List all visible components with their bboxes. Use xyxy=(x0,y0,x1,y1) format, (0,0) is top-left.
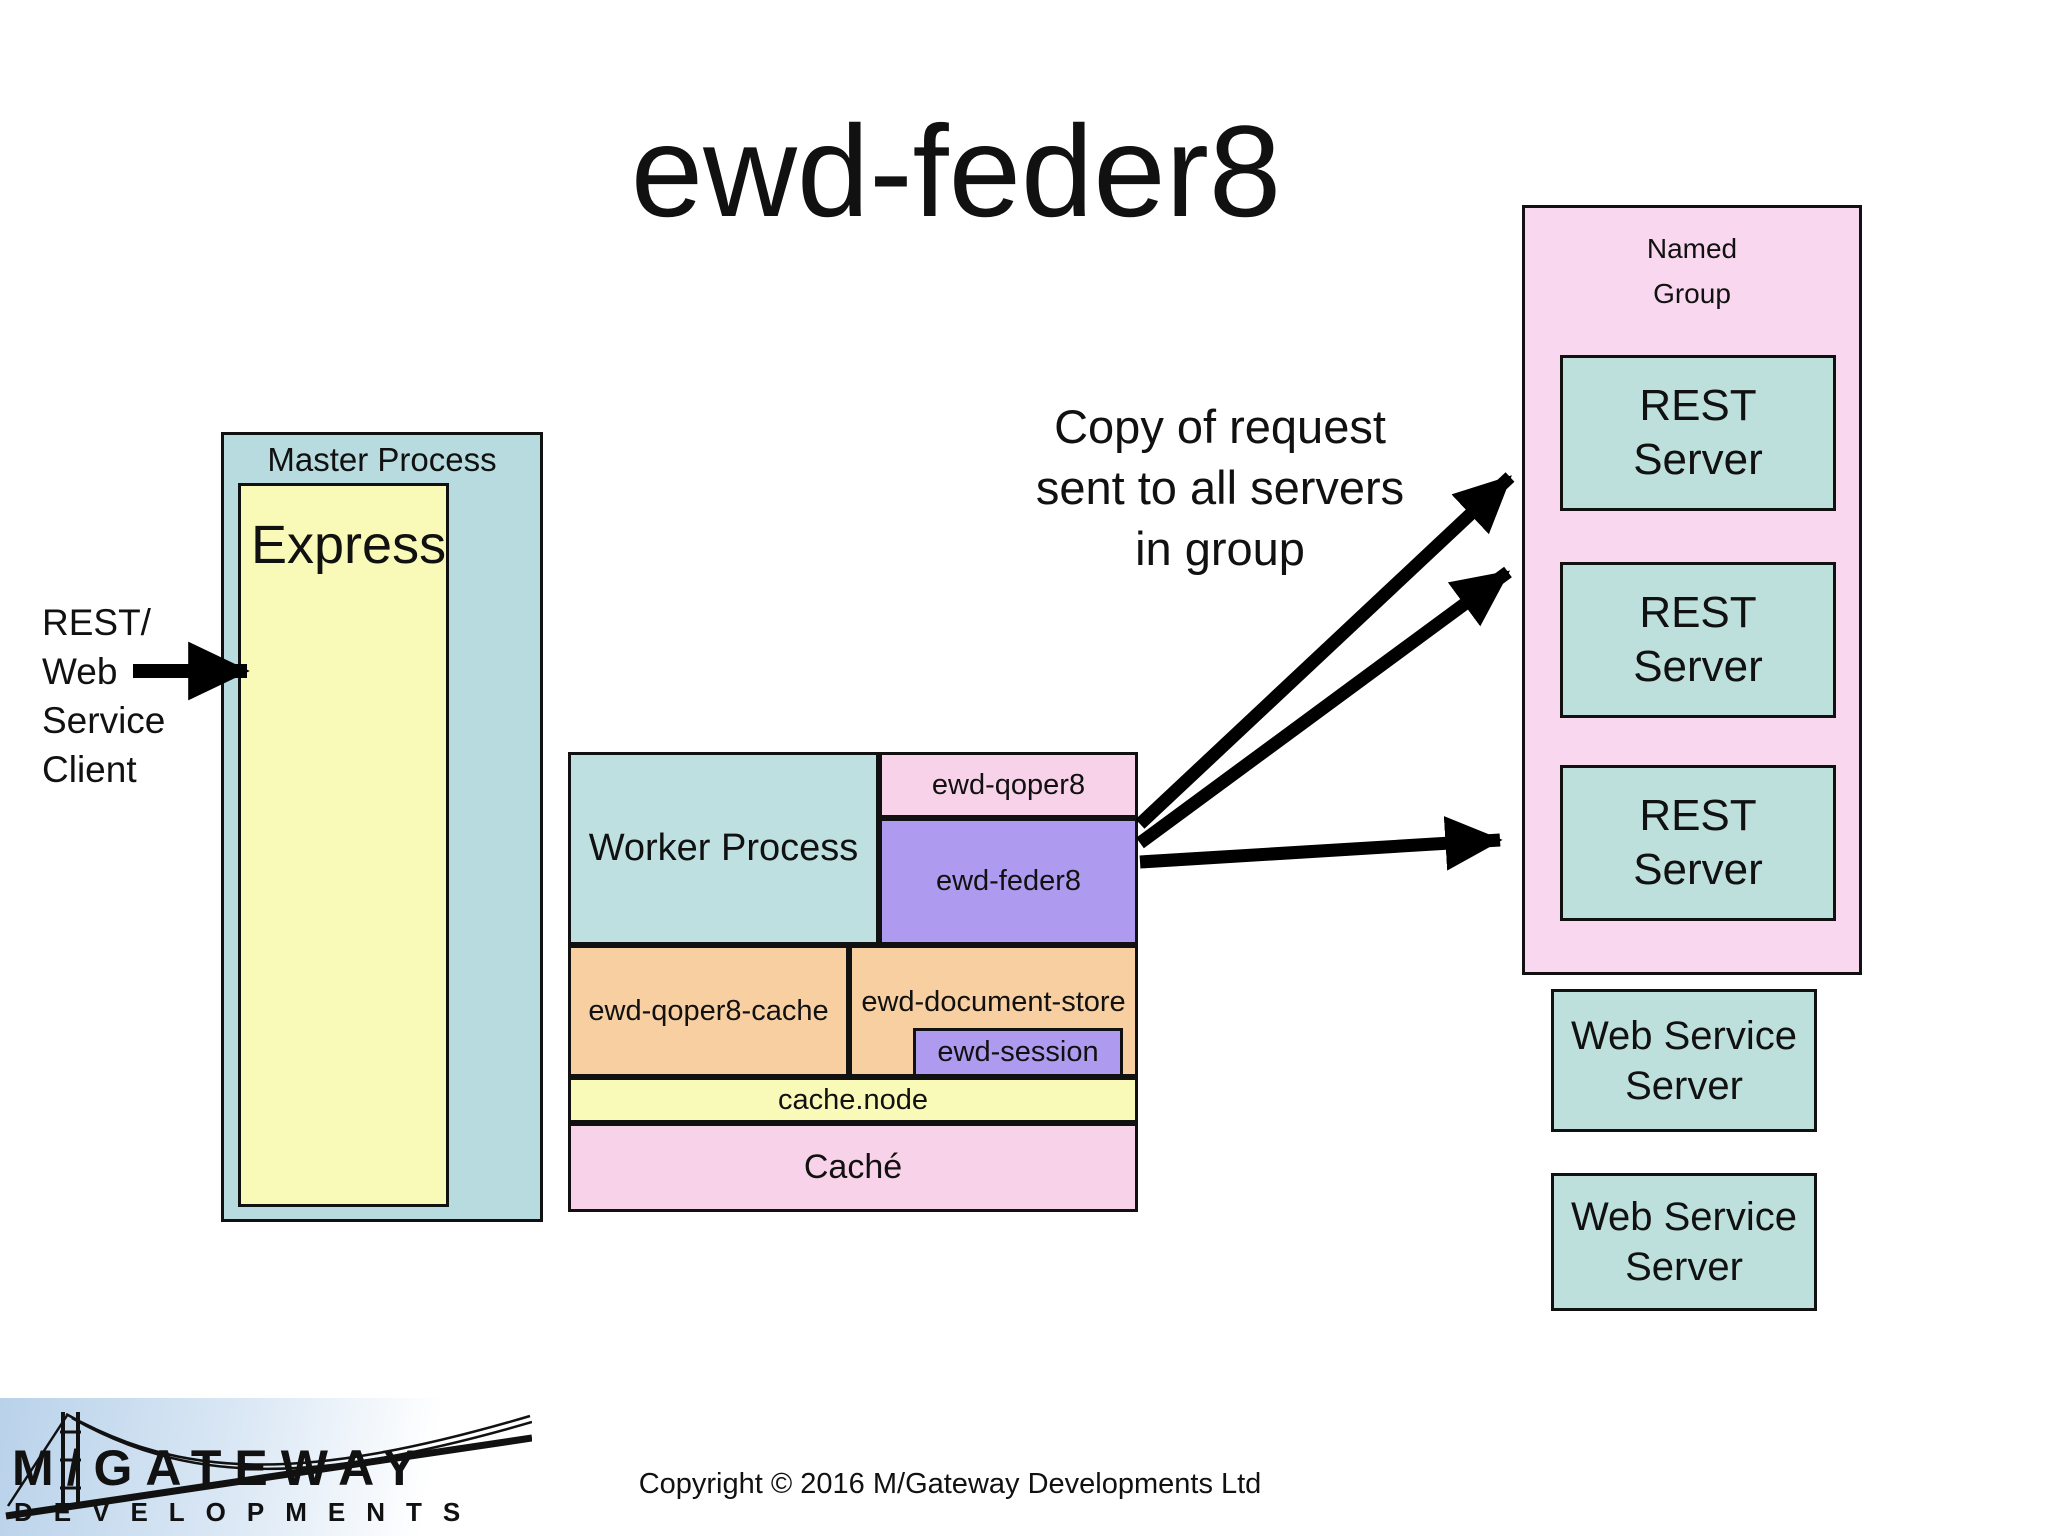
worker-process-box: Worker Process xyxy=(568,752,879,945)
web-service-server-box-2: Web Service Server xyxy=(1551,1173,1817,1311)
express-label: Express xyxy=(251,515,447,575)
named-group-label: Named Group xyxy=(1646,233,1738,309)
request-copy-arrow-3 xyxy=(1139,816,1503,871)
ewd-qoper8-cache-label: ewd-qoper8-cache xyxy=(588,994,829,1027)
ewd-feder8-box: ewd-feder8 xyxy=(879,818,1138,945)
web-service-server-label: Web Service Server xyxy=(1570,1195,1797,1289)
rest-server-label: REST Server xyxy=(1633,381,1763,484)
rest-server-box-3: REST Server xyxy=(1560,765,1836,921)
rest-server-box-2: REST Server xyxy=(1560,562,1836,718)
ewd-document-store-label: ewd-document-store xyxy=(861,986,1126,1018)
ewd-qoper8-cache-box: ewd-qoper8-cache xyxy=(568,945,849,1077)
named-group-box: Named Group REST Server REST Server REST… xyxy=(1522,205,1862,975)
worker-process-group: Worker Process ewd-qoper8 ewd-feder8 ewd… xyxy=(568,752,1138,1212)
copyright-text: Copyright © 2016 M/Gateway Developments … xyxy=(638,1468,1262,1500)
ewd-qoper8-box: ewd-qoper8 xyxy=(879,752,1138,818)
master-process-label: Master Process xyxy=(267,441,497,478)
ewd-feder8-label: ewd-feder8 xyxy=(935,865,1082,897)
ewd-session-label: ewd-session xyxy=(937,1036,1099,1068)
cache-db-label: Caché xyxy=(803,1148,903,1186)
master-process-box: Master Process Express xyxy=(221,432,543,1222)
rest-server-label: REST Server xyxy=(1633,588,1763,691)
cache-node-box: cache.node xyxy=(568,1077,1138,1123)
logo-subtitle: DEVELOPMENTS xyxy=(14,1497,482,1527)
cache-node-label: cache.node xyxy=(778,1083,928,1116)
bridge-icon xyxy=(5,1412,532,1520)
client-label: REST/ Web Service Client xyxy=(42,602,166,790)
web-service-server-label: Web Service Server xyxy=(1570,1013,1797,1108)
ewd-session-box: ewd-session xyxy=(913,1028,1123,1077)
ewd-qoper8-label: ewd-qoper8 xyxy=(931,768,1086,801)
web-service-server-box-1: Web Service Server xyxy=(1551,989,1817,1132)
page-title: ewd-feder8 xyxy=(630,98,1282,244)
worker-process-label: Worker Process xyxy=(588,827,859,869)
logo-title: M/GATEWAY xyxy=(12,1440,430,1496)
fanout-annotation: Copy of request sent to all servers in g… xyxy=(1035,400,1405,575)
mgateway-logo: M/GATEWAY DEVELOPMENTS xyxy=(0,1398,532,1536)
rest-server-label: REST Server xyxy=(1633,791,1763,894)
rest-server-box-1: REST Server xyxy=(1560,355,1836,511)
request-copy-arrow-2 xyxy=(1136,566,1512,849)
cache-db-box: Caché xyxy=(568,1123,1138,1212)
express-box: Express xyxy=(238,483,449,1207)
